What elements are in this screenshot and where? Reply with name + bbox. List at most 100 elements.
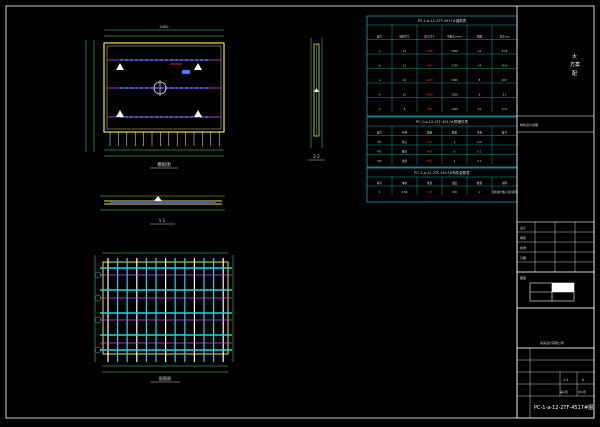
lift-point-icon — [116, 63, 124, 70]
table-cell: 8 — [479, 78, 481, 82]
table-cell: 1600 — [426, 64, 433, 68]
table-cell: M2 — [378, 150, 382, 154]
table-cell: 线盒 — [402, 159, 408, 163]
table-header-cell: 体积 — [402, 181, 408, 185]
embed-table-title: PC-1-a-12-2TF-4517#预埋件表 — [416, 119, 468, 124]
table-cell: 12.2 — [502, 107, 508, 111]
section-view[interactable]: 1-1 — [100, 195, 225, 225]
table-cell: M20 — [427, 150, 433, 154]
table-cell: 900 — [427, 107, 432, 111]
table-cell: 30.9 — [502, 64, 508, 68]
concrete-table[interactable]: PC-1-a-12-2TF-4517#构件参数表 编号 体积 重量 强度 数量 说明 1 0.… — [366, 167, 518, 203]
table-cell: 2400 — [451, 49, 458, 53]
table-cell: 33.6 — [502, 49, 508, 53]
table-cell: 12 — [403, 64, 407, 68]
table-cell: 2340 — [451, 78, 458, 82]
table-cell: ③ — [378, 79, 381, 82]
table-header-cell: 强度 — [452, 181, 458, 185]
table-cell: 2200 — [426, 78, 433, 82]
table-cell: 1400 — [426, 93, 433, 97]
elevation-caption: 2-2 — [313, 154, 320, 159]
table-cell: 10 — [403, 93, 407, 97]
table-cell: ① — [378, 50, 381, 53]
title-block[interactable]: 大 方案 配 构件设计说明 设计 审核 批准 日期 图章 某某设计有限公司 — [516, 6, 595, 419]
sheet-outer-frame — [5, 5, 595, 419]
table-cell: 1 — [479, 190, 481, 194]
mark-value: A — [582, 378, 585, 382]
table-cell: 1520 — [451, 93, 458, 97]
table-cell: 螺母 — [402, 150, 408, 154]
table-header-cell: 单根长(mm) — [447, 35, 462, 39]
table-cell: M3 — [378, 159, 382, 163]
table-header-cell: 编号 — [377, 131, 383, 135]
vertical-title-2: 方案 — [570, 61, 580, 68]
table-cell: 6 — [454, 150, 456, 154]
slab-outline — [103, 42, 225, 133]
table-cell: 8 — [404, 107, 406, 111]
table-cell: ⑤ — [378, 108, 381, 111]
designer-label: 设计 — [520, 225, 526, 230]
table-cell: 0.86 — [402, 190, 408, 194]
table-cell: 18 — [478, 64, 482, 68]
lift-point-icon — [194, 63, 202, 70]
sheet-value: 第1页 — [560, 389, 568, 394]
table-cell: 1720 — [451, 64, 458, 68]
table-cell: 6 — [479, 93, 481, 97]
rebar-table[interactable]: PC-1-a-12-2TF-4517#钢筋表 编号规格型号加工尺寸单根长(mm)… — [366, 15, 518, 117]
table-cell: 2380 — [426, 49, 433, 53]
table-cell: 12 — [403, 49, 407, 53]
table-cell: 0.3 — [477, 140, 481, 144]
table-header-cell: 编号 — [377, 35, 383, 39]
plan-caption: 模板图 — [157, 161, 171, 168]
side-elevation-view[interactable]: 2-2 — [308, 38, 325, 161]
table-header-cell: 备注 — [502, 131, 508, 135]
total-value: 共1页 — [578, 389, 586, 394]
table-cell: 12 — [478, 107, 482, 111]
drawing-number: PC-1-a-12-2TF-4517#图 — [534, 405, 593, 411]
rebar-table-title: PC-1-a-12-2TF-4517#钢筋表 — [418, 18, 467, 23]
table-cell: 10 — [403, 78, 407, 82]
table-cell: 0.1 — [477, 159, 481, 163]
table-header-cell: 总长(m) — [500, 35, 510, 39]
table-header-cell: 数量 — [477, 181, 483, 185]
plan-view[interactable]: 模板图 2400 — [85, 25, 225, 169]
table-header-cell: 单重 — [477, 131, 483, 135]
section-caption: 1-1 — [159, 218, 166, 223]
rebar-layout-view[interactable]: 配筋图 — [94, 252, 234, 383]
lift-point-icon — [194, 110, 202, 117]
date-label: 日期 — [520, 255, 526, 260]
company-label: 某某设计有限公司 — [540, 340, 564, 345]
table-cell: 2 — [454, 159, 456, 163]
table-cell: 2.15 — [427, 190, 433, 194]
table-cell: 86型 — [427, 159, 433, 163]
table-cell: 9.1 — [502, 93, 506, 97]
table-cell: ② — [378, 65, 381, 68]
table-header-cell: 名称 — [402, 131, 408, 135]
table-cell: 1020 — [451, 107, 458, 111]
concrete-table-title: PC-1-a-12-2TF-4517#构件参数表 — [414, 170, 470, 175]
table-cell: 14 — [478, 49, 482, 53]
plan-dim-total: 2400 — [160, 25, 169, 29]
table-header-cell: 编号 — [377, 181, 383, 185]
table-header-cell: 重量 — [427, 181, 433, 185]
table-cell: ④ — [378, 94, 381, 97]
table-cell: 4 — [454, 140, 456, 144]
table-header-cell: 加工尺寸 — [424, 35, 435, 39]
scale-value: 1:1 — [563, 378, 569, 382]
table-cell: 2.5T — [427, 140, 433, 144]
checker-label: 审核 — [520, 235, 526, 240]
rebar-caption: 配筋图 — [159, 375, 171, 381]
lift-point-icon — [116, 110, 124, 117]
table-header-cell: 根数 — [477, 35, 483, 39]
vertical-title-1: 大 — [572, 53, 577, 60]
table-cell: M1 — [378, 140, 382, 144]
table-cell: 1 — [379, 190, 381, 194]
vertical-title-3: 配 — [572, 71, 577, 77]
table-cell: 预制叠合板,详见说明 — [492, 190, 517, 194]
table-cell: 吊钉 — [402, 140, 408, 144]
table-header-cell: 说明 — [502, 181, 508, 185]
stamp-label: 图章 — [520, 275, 526, 280]
table-header-cell: 数量 — [452, 131, 458, 135]
